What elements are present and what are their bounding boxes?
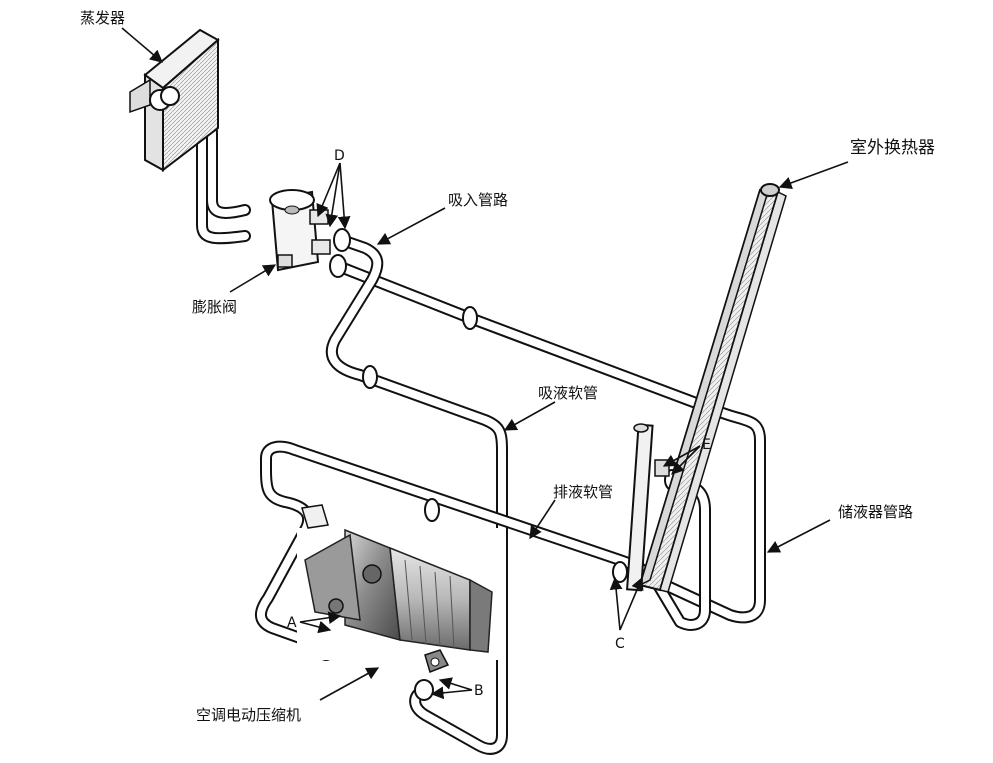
- label-receiver-line: 储液器管路: [838, 503, 913, 521]
- label-evaporator: 蒸发器: [80, 9, 125, 27]
- suction-line-pipe: [325, 234, 508, 755]
- letter-d: D: [334, 148, 345, 164]
- receiver-line-pipe: [332, 260, 766, 624]
- evaporator: [129, 28, 220, 173]
- suction-line-arrow: [376, 207, 446, 245]
- ac-electric-compressor: [297, 504, 502, 673]
- letter-b: B: [474, 683, 484, 699]
- labels: 蒸发器 室外换热器 吸入管路 膨胀阀 吸液软管 排液软管 储液器管路 空调电动压…: [80, 9, 935, 724]
- liquid-hose-arrow: [503, 401, 556, 431]
- expansion-valve: [269, 189, 331, 272]
- label-outdoor-heat-exchanger: 室外换热器: [850, 138, 935, 158]
- discharge-hose-arrow: [529, 499, 556, 540]
- letter-a: A: [287, 615, 297, 631]
- letter-e: E: [702, 437, 711, 453]
- label-expansion-valve: 膨胀阀: [192, 298, 237, 316]
- discharge-hose-pipe: [255, 440, 652, 654]
- label-suction-line: 吸入管路: [448, 191, 508, 209]
- expansion-valve-arrow: [229, 264, 277, 293]
- outdoor-heat-exchanger: [626, 183, 787, 593]
- leader-arrows: [121, 27, 849, 701]
- compressor-arrow: [319, 667, 380, 701]
- label-compressor: 空调电动压缩机: [196, 706, 301, 724]
- receiver-line-arrow: [766, 519, 831, 553]
- letter-c: C: [615, 636, 625, 652]
- evaporator-arrow: [121, 27, 163, 63]
- label-liquid-hose: 吸液软管: [538, 384, 598, 402]
- label-discharge-hose: 排液软管: [553, 483, 613, 501]
- heat-exchanger-arrow: [778, 161, 849, 190]
